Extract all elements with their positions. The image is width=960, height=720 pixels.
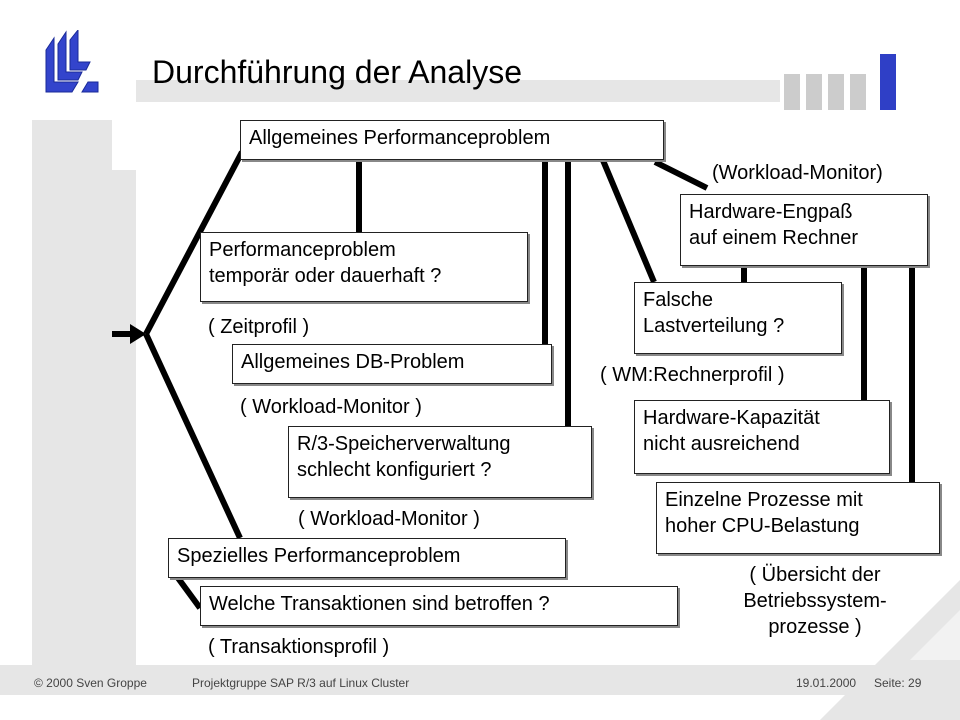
note-workload-monitor-top: (Workload-Monitor) — [712, 162, 883, 184]
cpu-load-box: Einzelne Prozesse mit hoher CPU-Belastun… — [656, 482, 940, 554]
left-frame-bar-inner — [112, 170, 136, 665]
note-zeitprofil: ( Zeitprofil ) — [208, 316, 310, 338]
hardware-bottleneck-line2: auf einem Rechner — [689, 227, 858, 249]
r3-memory-line2: schlecht konfiguriert ? — [297, 459, 492, 481]
hardware-capacity-line1: Hardware-Kapazität — [643, 407, 820, 429]
db-problem-label: Allgemeines DB-Problem — [241, 351, 465, 373]
cpu-load-line2: hoher CPU-Belastung — [665, 515, 860, 537]
footer-date: 19.01.2000 — [796, 676, 857, 690]
bottom-frame-bar — [0, 665, 960, 695]
deco-bar-1 — [784, 74, 800, 110]
root-problem-box: Allgemeines Performanceproblem — [240, 120, 664, 160]
note-workload-monitor-1: ( Workload-Monitor ) — [240, 396, 422, 418]
root-problem-label: Allgemeines Performanceproblem — [249, 127, 551, 149]
deco-bar-2 — [806, 74, 822, 110]
note-os-processes-line2: Betriebssystem- — [743, 590, 887, 612]
r3-memory-line1: R/3-Speicherverwaltung — [297, 433, 511, 455]
special-problem-label: Spezielles Performanceproblem — [177, 545, 461, 567]
footer-project: Projektgruppe SAP R/3 auf Linux Cluster — [192, 676, 410, 690]
note-transaktionsprofil: ( Transaktionsprofil ) — [208, 636, 390, 658]
temporal-problem-box: Performanceproblem temporär oder dauerha… — [200, 232, 528, 302]
hardware-capacity-line2: nicht ausreichend — [643, 433, 800, 455]
footer-copyright: © 2000 Sven Groppe — [34, 676, 147, 690]
title-underline — [136, 80, 780, 102]
note-os-processes-line1: ( Übersicht der — [749, 564, 881, 586]
note-os-processes-line3: prozesse ) — [768, 616, 862, 638]
note-workload-monitor-2: ( Workload-Monitor ) — [298, 508, 480, 530]
deco-bar-4 — [850, 74, 866, 110]
load-distribution-line1: Falsche — [643, 289, 714, 311]
deco-bar-accent — [880, 54, 896, 110]
footer-page-number: Seite: 29 — [874, 676, 922, 690]
temporal-problem-line2: temporär oder dauerhaft ? — [209, 265, 442, 287]
deco-bar-3 — [828, 74, 844, 110]
special-problem-box: Spezielles Performanceproblem — [168, 538, 566, 578]
load-distribution-line2: Lastverteilung ? — [643, 315, 785, 337]
hardware-bottleneck-line1: Hardware-Engpaß — [689, 201, 853, 223]
transactions-label: Welche Transaktionen sind betroffen ? — [209, 593, 550, 615]
load-distribution-box: Falsche Lastverteilung ? — [634, 282, 842, 354]
note-wm-rechnerprofil: ( WM:Rechnerprofil ) — [600, 364, 785, 386]
page-title: Durchführung der Analyse — [152, 54, 522, 90]
hardware-capacity-box: Hardware-Kapazität nicht ausreichend — [634, 400, 890, 474]
r3-memory-box: R/3-Speicherverwaltung schlecht konfigur… — [288, 426, 592, 498]
db-problem-box: Allgemeines DB-Problem — [232, 344, 552, 384]
transactions-box: Welche Transaktionen sind betroffen ? — [200, 586, 678, 626]
left-frame-bar — [32, 120, 112, 665]
note-os-processes: ( Übersicht der Betriebssystem- prozesse… — [700, 562, 930, 640]
cpu-load-line1: Einzelne Prozesse mit — [665, 489, 863, 511]
university-logo — [45, 30, 99, 93]
temporal-problem-line1: Performanceproblem — [209, 239, 396, 261]
hardware-bottleneck-box: Hardware-Engpaß auf einem Rechner — [680, 194, 928, 266]
